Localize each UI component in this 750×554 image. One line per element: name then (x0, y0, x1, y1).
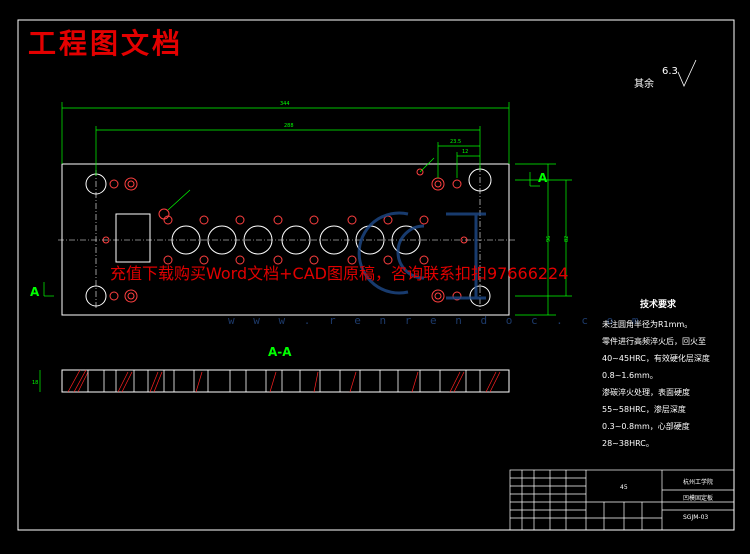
svg-text:18: 18 (32, 380, 38, 386)
title-block-material: 45 (620, 484, 628, 491)
svg-text:23.5: 23.5 (450, 139, 461, 145)
watermark-logo (357, 211, 486, 300)
tech-requirement-line: 40~45HRC，有效硬化层深度 (602, 354, 710, 363)
title-block-school: 杭州工学院 (683, 479, 714, 486)
section-mark-top: A (538, 171, 548, 185)
screw-holes (102, 215, 468, 265)
tech-requirement-line: 28~38HRC。 (602, 439, 654, 448)
tech-requirement-line: 未注圆角半径为R1mm。 (602, 320, 693, 329)
tech-requirement-line: 渗碳淬火处理，表面硬度 (602, 388, 690, 397)
roughness-label: 其余 (634, 79, 654, 90)
svg-text:82: 82 (564, 236, 570, 242)
dimension-lines (43, 102, 572, 316)
rect-cutout (115, 213, 151, 263)
tech-requirement-line: 0.3~0.8mm，心部硬度 (602, 422, 690, 431)
roughness-value: 6.3 (662, 66, 678, 77)
tech-requirements-title: 技术要求 (640, 300, 677, 310)
plate-outline (61, 163, 510, 316)
dimension-text: 344 288 23.5 12 96 82 (280, 101, 570, 242)
tech-requirement-line: 0.8~1.6mm。 (602, 371, 658, 380)
section-view: 18 (32, 369, 510, 393)
pin-holes (109, 168, 462, 303)
title-block-drawing-no: SGJM-03 (683, 514, 709, 521)
section-mark-left: A (30, 285, 40, 299)
section-label: A-A (268, 345, 292, 359)
svg-text:96: 96 (546, 236, 552, 242)
tech-requirements-list: 未注圆角半径为R1mm。 零件进行高频淬火后，回火至 40~45HRC，有效硬化… (602, 316, 714, 452)
center-lines (58, 166, 515, 310)
page-title: 工程图文档 (28, 27, 184, 60)
tech-requirement-line: 零件进行高频淬火后，回火至 (602, 337, 706, 346)
svg-text:288: 288 (284, 123, 294, 129)
title-block (509, 469, 735, 531)
watermark-text: 充值下载购买Word文档+CAD图原稿，咨询联系扣扣97666224 (110, 264, 569, 283)
title-block-part-name: 凹模固定板 (683, 495, 714, 502)
watermark-url: w w w . r e n r e n d o c . c o m (228, 314, 645, 327)
tech-requirement-line: 55~58HRC，渗层深度 (602, 405, 686, 414)
drawing-frame (17, 19, 735, 531)
roughness-symbol (677, 59, 697, 87)
corner-holes (85, 168, 492, 307)
svg-text:12: 12 (462, 149, 468, 155)
svg-text:344: 344 (280, 101, 290, 107)
